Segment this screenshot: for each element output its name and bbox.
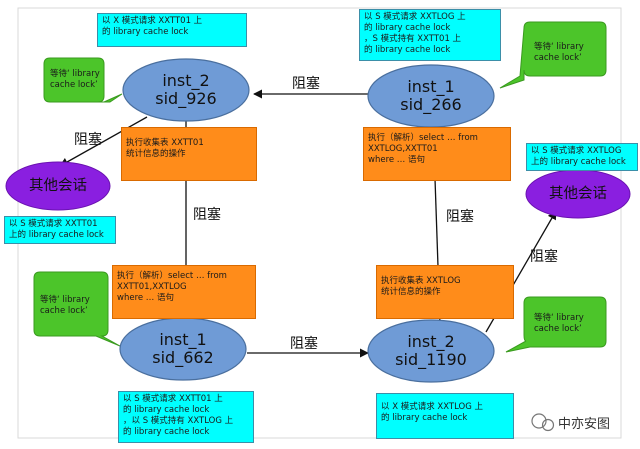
edge-label-left-diagonal: 阻塞 [74,132,102,148]
note-top-left: 以 X 模式请求 XXTT01 上 的 library cache lock [97,13,247,47]
note-left-small: 以 S 模式请求 XXTT01 上的 library cache lock [4,216,116,244]
bubble-top-right [499,21,607,89]
bubble-text-bottom-right: 等待‘ library cache lock’ [534,313,584,334]
node-label-inst1-sid662: inst_1 sid_662 [152,330,214,367]
node-label-inst2-sid1190: inst_2 sid_1190 [395,332,467,369]
action-lower-right: 执行收集表 XXTLOG 统计信息的操作 [376,265,514,319]
node-label-inst2-sid926: inst_2 sid_926 [155,71,217,108]
node-inst2-sid1190 [367,319,495,383]
note-top-right: 以 S 模式请求 XXTLOG 上 的 library cache lock ，… [359,9,501,61]
edge-label-right-diagonal: 阻塞 [530,249,558,265]
edge-label-left-vertical: 阻塞 [193,207,221,223]
action-upper-left: 执行收集表 XXTT01 统计信息的操作 [121,127,257,181]
node-label-inst1-sid266: inst_1 sid_266 [400,77,462,114]
bubble-text-top-right: 等待‘ library cache lock’ [534,42,584,63]
note-bottom-right: 以 X 模式请求 XXTLOG 上 的 library cache lock [376,393,514,439]
wechat-icon [531,413,555,432]
bubble-bottom-right [505,296,607,353]
watermark-text: 中亦安图 [558,417,611,432]
bubble-text-bottom-left: 等待‘ library cache lock’ [40,295,90,316]
node-inst2-sid926 [122,58,250,122]
arrow-inst2-to-other-left [59,116,148,167]
bubble-top-left [43,57,123,103]
action-upper-right: 执行（解析）select … from XXTLOG,XXTT01 where … [363,127,511,181]
note-right-small: 以 S 模式请求 XXTLOG 上的 library cache lock [526,143,638,171]
node-other-session-left [5,161,111,211]
note-bottom-left: 以 S 模式请求 XXTT01 上 的 library cache lock ，… [118,391,254,443]
bubble-text-top-left: 等待‘ library cache lock’ [50,69,100,90]
action-lower-left: 执行（解析）select … from XXTT01,XXTLOG where … [112,265,256,319]
edge-label-right-vertical: 阻塞 [446,209,474,225]
node-label-other-session-right: 其他会话 [549,186,607,202]
edge-label-top: 阻塞 [292,76,320,92]
node-label-other-session-left: 其他会话 [29,178,87,194]
edge-label-bottom: 阻塞 [290,336,318,352]
bubble-bottom-left [33,271,121,347]
